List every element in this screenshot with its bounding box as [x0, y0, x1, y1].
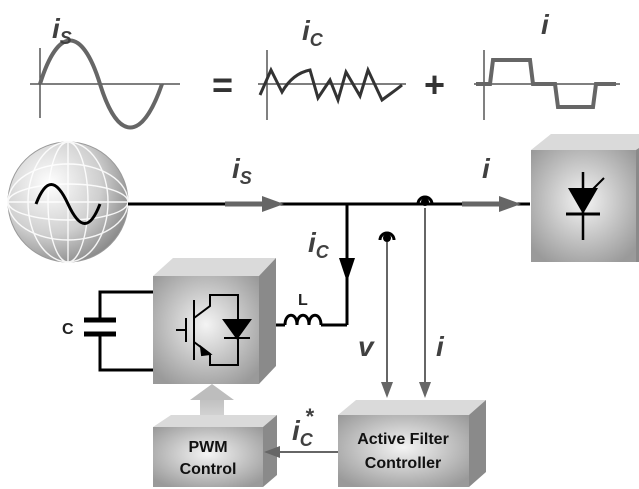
equals-sign: = — [212, 64, 233, 105]
ic-waveform-label: iC — [302, 15, 324, 50]
v-sense-label: v — [358, 331, 375, 362]
pwm-control-box: PWM Control — [153, 415, 277, 487]
dc-capacitor — [84, 290, 153, 372]
pwm-title-line2: Control — [180, 461, 237, 478]
plus-sign: + — [424, 64, 445, 105]
load-current-waveform — [474, 50, 620, 120]
inductor — [272, 313, 325, 327]
active-filter-controller-box: Active Filter Controller — [338, 400, 486, 487]
source-current-waveform — [30, 38, 180, 130]
main-bus — [128, 195, 530, 327]
ic-reference-label: iC* — [292, 404, 315, 450]
is-waveform-label: iS — [52, 13, 72, 48]
thyristor-icon — [566, 172, 605, 240]
sense-lines — [381, 208, 431, 398]
waveform-equation: iS = iC + i — [30, 9, 620, 130]
pwm-title-line1: PWM — [188, 439, 227, 456]
nonlinear-load-box — [531, 134, 639, 262]
i-waveform-label: i — [541, 9, 550, 40]
reference-signal-line — [264, 446, 338, 458]
capacitor-label: C — [62, 321, 74, 338]
ac-source-globe — [7, 141, 129, 263]
compensation-current-waveform — [258, 50, 406, 120]
is-bus-label: iS — [232, 153, 252, 188]
i-bus-label: i — [482, 153, 491, 184]
ic-branch-label: iC — [308, 227, 330, 262]
afc-title-line1: Active Filter — [357, 431, 449, 448]
i-sense-label: i — [436, 331, 445, 362]
inverter-box — [153, 258, 276, 384]
inductor-label: L — [298, 292, 308, 309]
afc-title-line2: Controller — [365, 455, 441, 472]
sine-wave-icon — [34, 183, 102, 225]
igbt-diode-icon — [176, 294, 252, 366]
